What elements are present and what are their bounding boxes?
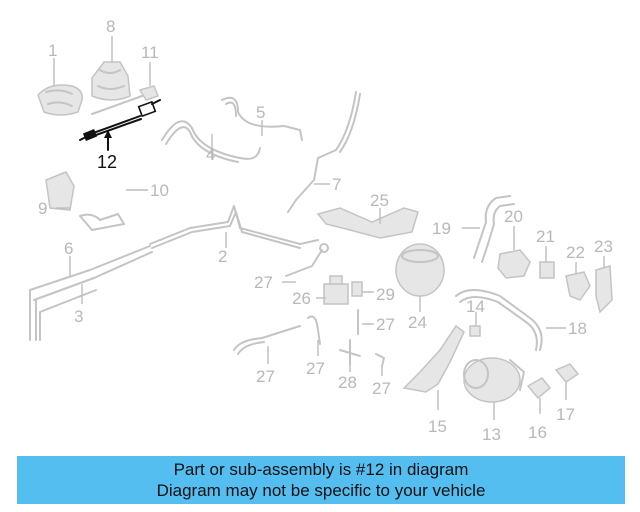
label-11: 11 bbox=[141, 43, 159, 62]
part-8[interactable]: 8 bbox=[91, 17, 131, 101]
label-12: 12 bbox=[97, 152, 117, 172]
label-17: 17 bbox=[556, 405, 575, 424]
part-11[interactable]: 11 bbox=[91, 43, 159, 115]
banner-line-1: Part or sub-assembly is #12 in diagram bbox=[173, 460, 469, 479]
part-10[interactable]: 10 bbox=[45, 171, 169, 231]
part-16[interactable]: 16 bbox=[526, 377, 552, 442]
part-12-sensor[interactable]: 12 bbox=[79, 99, 161, 172]
label-27b: 27 bbox=[376, 315, 395, 334]
label-16: 16 bbox=[528, 423, 547, 442]
label-4: 4 bbox=[206, 145, 215, 164]
label-27a: 27 bbox=[254, 273, 273, 292]
label-2: 2 bbox=[218, 247, 227, 266]
part-25[interactable]: 25 bbox=[316, 191, 419, 239]
part-27-right[interactable]: 27 bbox=[372, 353, 391, 398]
part-14[interactable]: 14 bbox=[466, 297, 485, 337]
part-18[interactable]: 18 bbox=[455, 289, 587, 351]
label-25: 25 bbox=[370, 191, 389, 210]
part-28[interactable]: 28 bbox=[338, 339, 361, 392]
part-24[interactable]: 24 bbox=[395, 243, 445, 332]
label-6: 6 bbox=[64, 239, 73, 258]
part-26[interactable]: 26 bbox=[292, 275, 349, 308]
label-21: 21 bbox=[536, 227, 555, 246]
part-27-upper[interactable]: 27 bbox=[254, 243, 329, 292]
banner-line-2: Diagram may not be specific to your vehi… bbox=[156, 481, 486, 500]
part-7[interactable]: 7 bbox=[287, 91, 361, 213]
label-14: 14 bbox=[466, 297, 485, 316]
label-18: 18 bbox=[568, 319, 587, 338]
label-1: 1 bbox=[48, 41, 57, 60]
part-21[interactable]: 21 bbox=[536, 227, 555, 279]
label-26: 26 bbox=[292, 289, 311, 308]
part-29[interactable]: 29 bbox=[351, 281, 395, 304]
part-5[interactable]: 5 bbox=[221, 96, 303, 141]
label-13: 13 bbox=[482, 425, 501, 444]
label-27c: 27 bbox=[256, 367, 275, 386]
part-4[interactable]: 4 bbox=[161, 120, 261, 164]
part-15[interactable]: 15 bbox=[402, 324, 465, 436]
label-29: 29 bbox=[376, 285, 395, 304]
part-6[interactable]: 6 bbox=[29, 239, 153, 341]
label-15: 15 bbox=[428, 417, 447, 436]
label-7: 7 bbox=[332, 175, 341, 194]
label-22: 22 bbox=[566, 243, 585, 262]
part-2[interactable]: 2 bbox=[149, 205, 319, 266]
label-19: 19 bbox=[432, 219, 451, 238]
part-22[interactable]: 22 bbox=[565, 243, 591, 301]
label-20: 20 bbox=[504, 207, 523, 226]
label-24: 24 bbox=[408, 313, 427, 332]
label-8: 8 bbox=[106, 17, 115, 36]
parts-diagram: 1 8 11 12 4 5 bbox=[29, 17, 613, 444]
part-13[interactable]: 13 bbox=[463, 357, 525, 444]
part-27-small[interactable]: 27 bbox=[306, 315, 325, 379]
part-1[interactable]: 1 bbox=[37, 41, 84, 116]
label-23: 23 bbox=[594, 237, 613, 256]
part-3[interactable]: 3 bbox=[39, 284, 97, 341]
label-9: 9 bbox=[38, 199, 47, 218]
part-17[interactable]: 17 bbox=[554, 363, 580, 424]
part-27-mid[interactable]: 27 bbox=[357, 309, 395, 335]
label-28: 28 bbox=[338, 373, 357, 392]
part-19[interactable]: 19 bbox=[432, 195, 515, 263]
label-5: 5 bbox=[256, 103, 265, 122]
info-banner: Part or sub-assembly is #12 in diagram D… bbox=[17, 456, 625, 504]
label-27d: 27 bbox=[306, 359, 325, 378]
label-3: 3 bbox=[74, 307, 83, 326]
part-9[interactable]: 9 bbox=[38, 199, 70, 218]
part-27-left[interactable]: 27 bbox=[233, 325, 301, 386]
label-10: 10 bbox=[150, 181, 169, 200]
part-23[interactable]: 23 bbox=[594, 237, 613, 314]
label-27e: 27 bbox=[372, 379, 391, 398]
part-20[interactable]: 20 bbox=[497, 207, 531, 279]
